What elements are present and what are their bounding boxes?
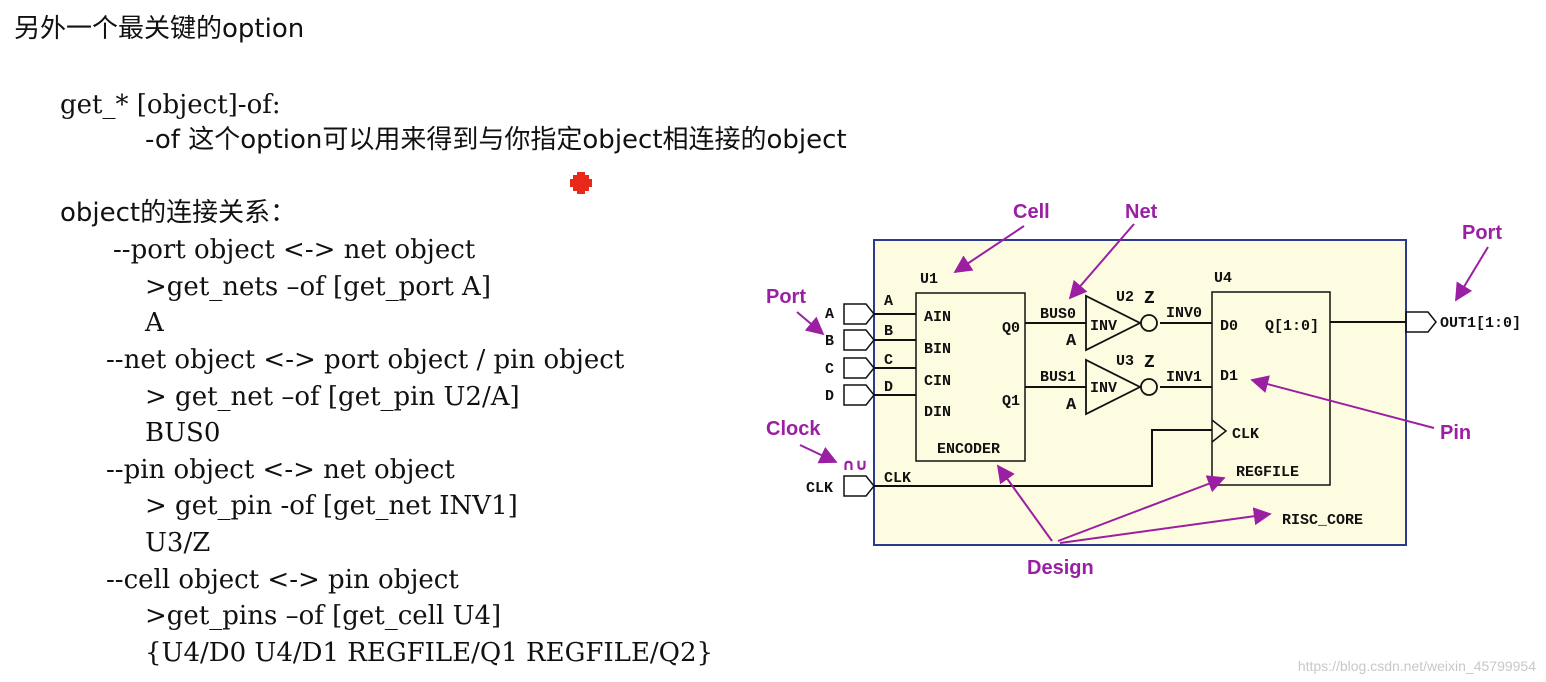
u1-pin-cin: CIN (924, 373, 951, 390)
port-d-label: D (825, 388, 834, 405)
relation-pair-net: --net object <-> port object / pin objec… (106, 345, 625, 375)
u2-pin-a: A (1066, 332, 1077, 351)
net-a-label: A (884, 293, 893, 310)
net-c-label: C (884, 352, 893, 369)
u4-clock-pin-triangle (1211, 419, 1228, 443)
port-c-shape (843, 357, 875, 379)
relation-pair-pin: --pin object <-> net object (106, 455, 455, 485)
port-clk-shape (843, 475, 875, 497)
relation-command-port: >get_nets –of [get_port A] (145, 272, 491, 302)
u3-inverter-shape (1085, 358, 1143, 416)
callout-net: Net (1125, 201, 1158, 223)
callout-design: Design (1027, 557, 1094, 579)
u4-label: U4 (1214, 270, 1232, 287)
port-a-label: A (825, 306, 834, 323)
relation-pair-port: --port object <-> net object (113, 235, 476, 265)
u2-type-label: INV (1090, 318, 1117, 335)
u4-pin-clk: CLK (1232, 426, 1259, 443)
design-name-label: RISC_CORE (1282, 512, 1363, 529)
port-b-shape (843, 329, 875, 351)
u2-inverter-shape (1085, 294, 1143, 352)
port-c-label: C (825, 361, 834, 378)
u4-regfile-cell (1211, 291, 1331, 486)
u4-pin-d0: D0 (1220, 318, 1238, 335)
net-inv1-label: INV1 (1166, 369, 1202, 386)
callout-port-left: Port (766, 286, 806, 308)
relation-pair-cell: --cell object <-> pin object (106, 565, 459, 595)
relation-command-pin: > get_pin -of [get_net INV1] (145, 491, 518, 521)
u2-label: U2 (1116, 289, 1134, 306)
u3-label: U3 (1116, 353, 1134, 370)
design-boundary (873, 239, 1407, 546)
u1-type-label: ENCODER (937, 441, 1000, 458)
net-inv0-label: INV0 (1166, 305, 1202, 322)
u3-type-label: INV (1090, 380, 1117, 397)
u1-pin-q1: Q1 (1002, 393, 1020, 410)
page-heading: 另外一个最关键的option (14, 14, 305, 44)
port-out1-label: OUT1[1:0] (1440, 315, 1521, 332)
port-d-shape (843, 384, 875, 406)
u1-pin-q0: Q0 (1002, 320, 1020, 337)
relations-title: object的连接关系： (60, 198, 297, 228)
callout-pin: Pin (1440, 422, 1471, 444)
u4-type-label: REGFILE (1236, 464, 1299, 481)
net-bus1-label: BUS1 (1040, 369, 1076, 386)
port-a-shape (843, 303, 875, 325)
syntax-line: get_* [object]-of: (60, 90, 281, 120)
callout-clock: Clock (766, 418, 821, 440)
u1-pin-bin: BIN (924, 341, 951, 358)
relation-result-net: BUS0 (145, 418, 221, 448)
u4-pin-q: Q[1:0] (1265, 318, 1319, 335)
net-clk-label: CLK (884, 470, 911, 487)
port-clk-label: CLK (806, 480, 833, 497)
relation-result-pin: U3/Z (145, 528, 211, 558)
port-out1-shape (1405, 311, 1437, 333)
u4-pin-d1: D1 (1220, 368, 1238, 385)
net-bus0-label: BUS0 (1040, 306, 1076, 323)
u3-pin-a: A (1066, 396, 1077, 415)
u1-pin-ain: AIN (924, 309, 951, 326)
relation-command-net: > get_net –of [get_pin U2/A] (145, 382, 520, 412)
port-b-label: B (825, 333, 834, 350)
relation-result-cell: {U4/D0 U4/D1 REGFILE/Q1 REGFILE/Q2} (145, 638, 714, 668)
clock-waveform-icon: ∩∪ (842, 455, 868, 474)
watermark: https://blog.csdn.net/weixin_45799954 (1297, 658, 1536, 674)
relation-result-port: A (145, 308, 164, 338)
u1-label: U1 (920, 271, 938, 288)
pointer-marker-icon (570, 172, 592, 194)
u2-pin-z: Z (1144, 289, 1155, 309)
callout-cell: Cell (1013, 201, 1050, 223)
u1-encoder-cell (915, 292, 1026, 462)
u3-bubble (1140, 378, 1158, 396)
callout-port-right: Port (1462, 222, 1502, 244)
u1-pin-din: DIN (924, 404, 951, 421)
net-b-label: B (884, 323, 893, 340)
u3-pin-z: Z (1144, 353, 1155, 373)
callout-arrows (796, 223, 1489, 544)
circuit-diagram: U1 AIN BIN CIN DIN Q0 Q1 ENCODER A B C D… (766, 201, 1521, 579)
syntax-description: -of 这个option可以用来得到与你指定object相连接的object (145, 125, 847, 155)
net-d-label: D (884, 379, 893, 396)
relation-command-cell: >get_pins –of [get_cell U4] (145, 601, 502, 631)
u2-bubble (1140, 314, 1158, 332)
